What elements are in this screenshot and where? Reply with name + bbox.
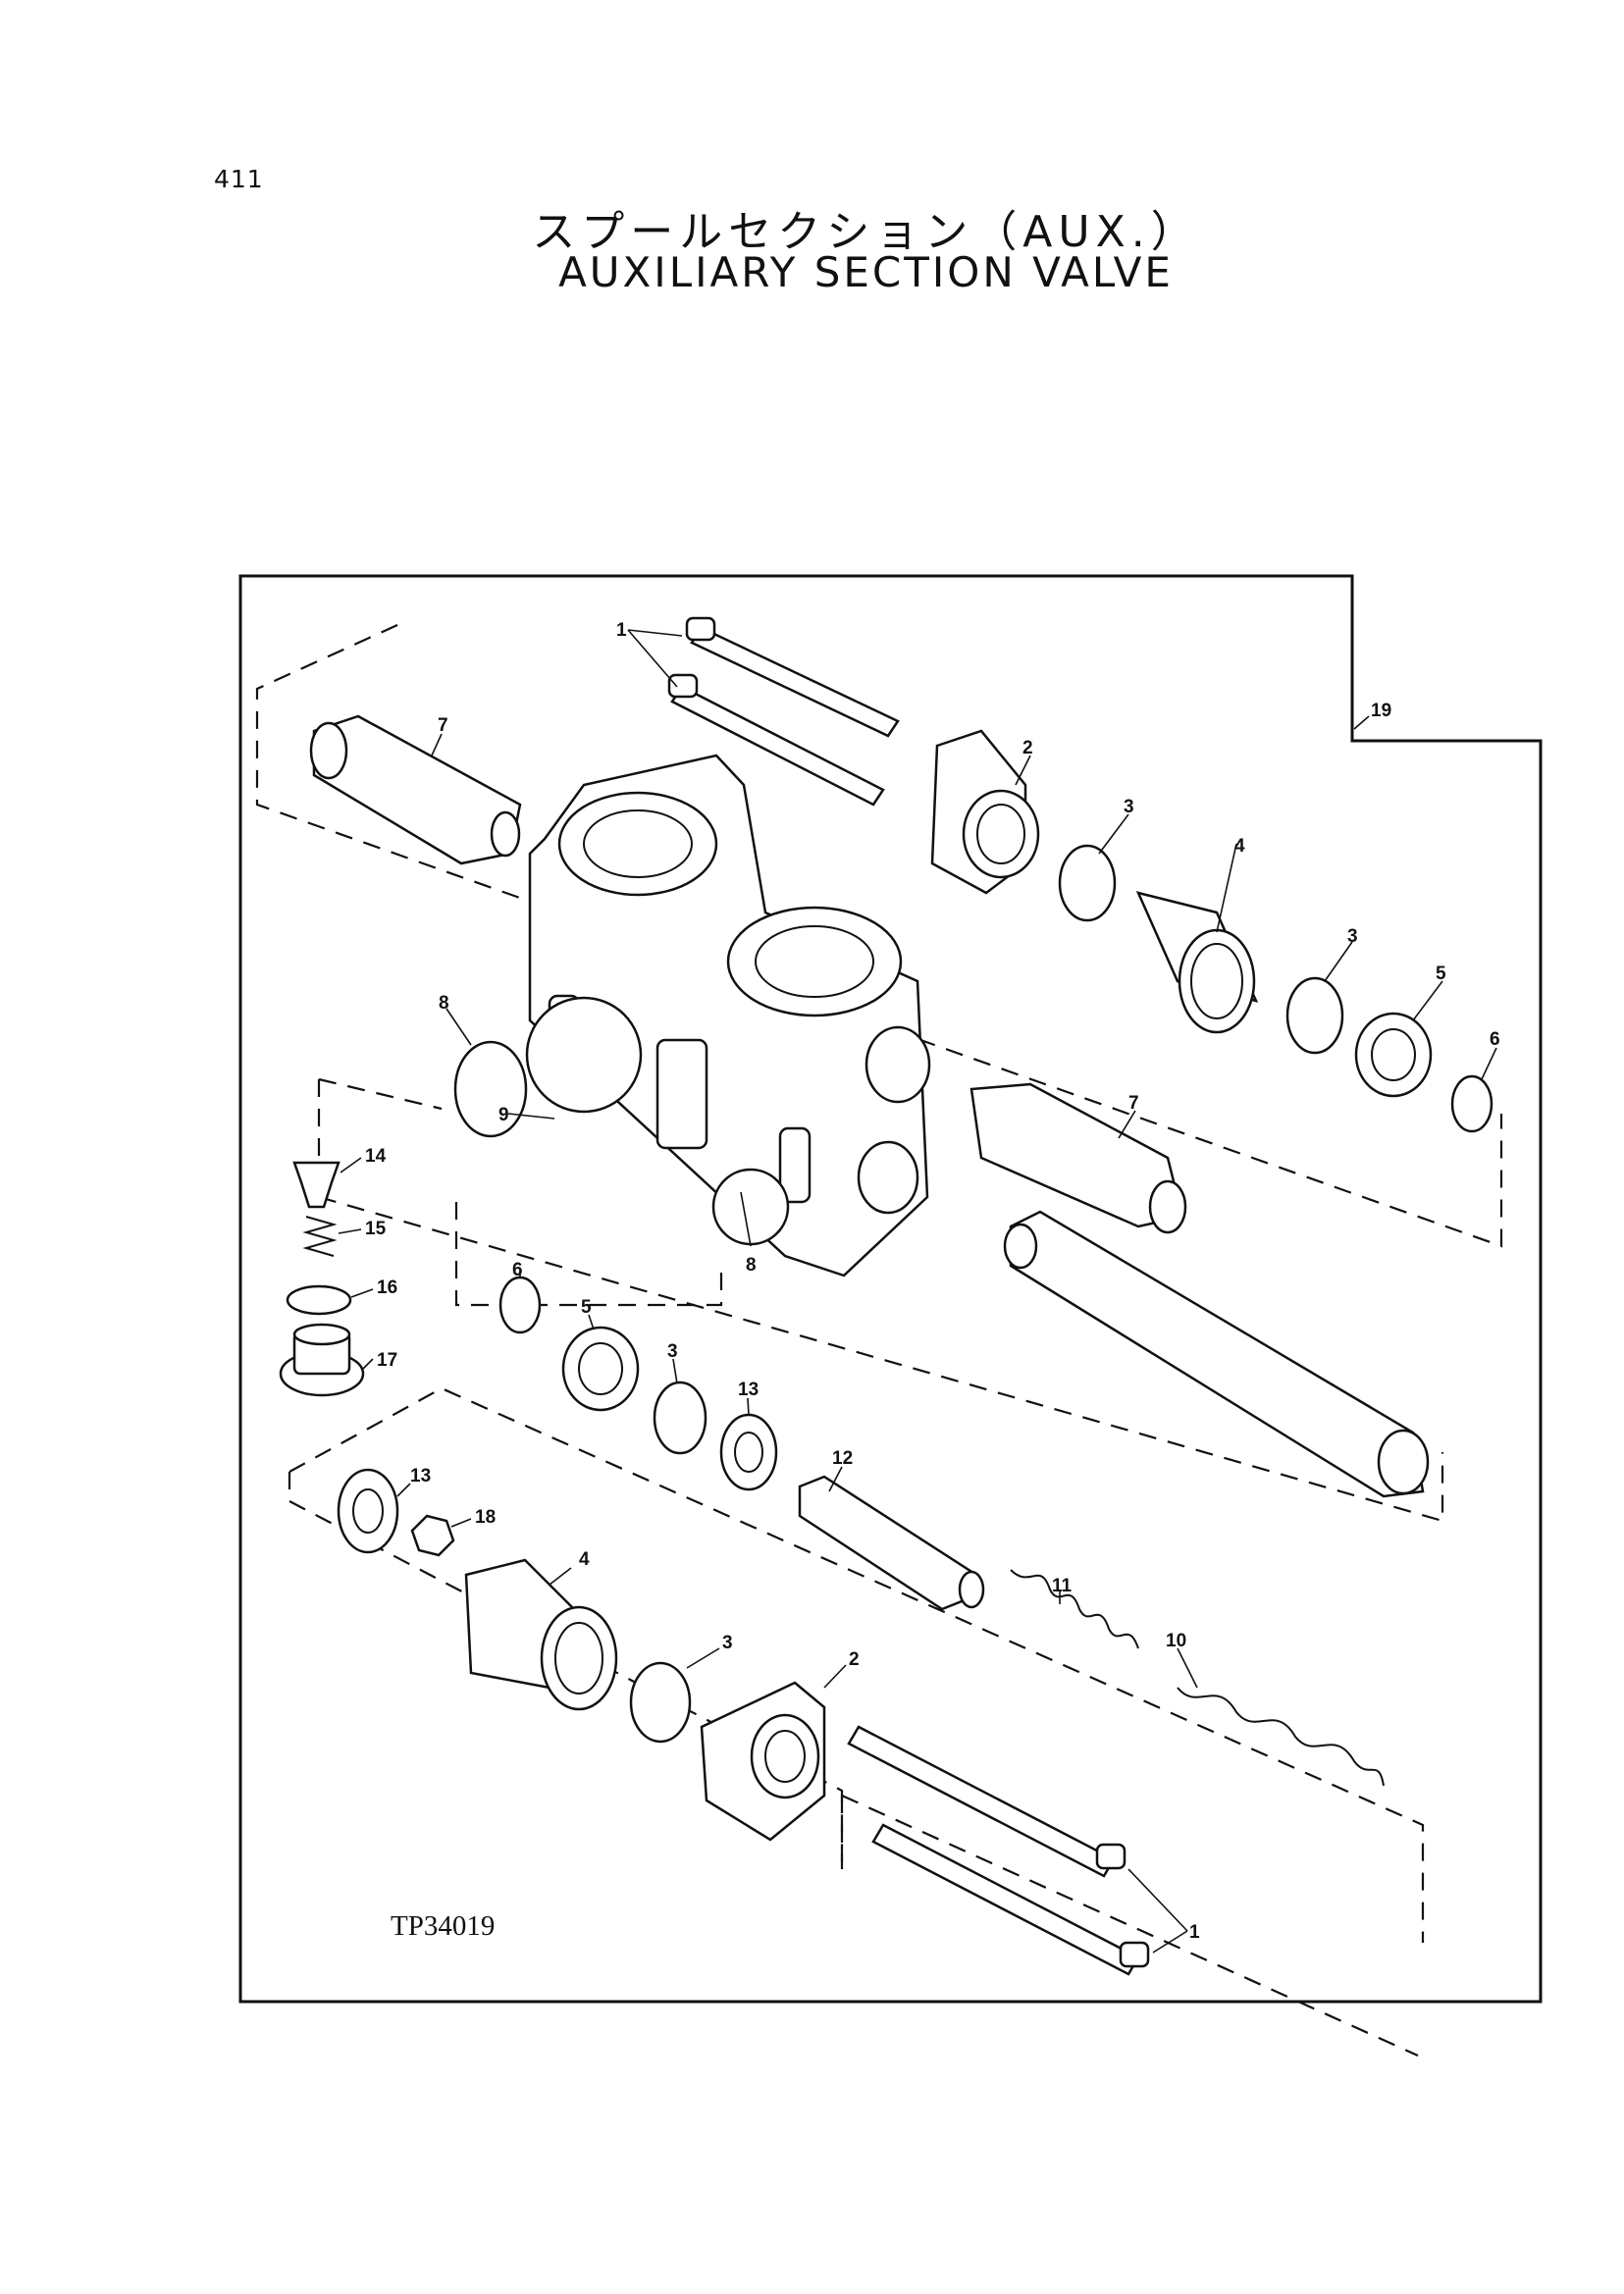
diagram-frame bbox=[238, 574, 1543, 2004]
callout-15: 15 bbox=[365, 1219, 387, 1239]
sleeve-part-4-lower bbox=[464, 1558, 618, 1711]
callout-8-body: 8 bbox=[746, 1255, 757, 1276]
relief-valve-part-7-lower bbox=[969, 1082, 1187, 1234]
callout-3-a: 3 bbox=[1124, 797, 1134, 817]
callout-3-c: 3 bbox=[667, 1341, 678, 1362]
title-english: AUXILIARY SECTION VALVE bbox=[558, 248, 1174, 296]
callout-12: 12 bbox=[832, 1448, 853, 1469]
callout-18: 18 bbox=[475, 1507, 496, 1528]
callout-6-upper: 6 bbox=[1490, 1029, 1500, 1050]
callout-8-left: 8 bbox=[439, 993, 449, 1014]
nut-part-18 bbox=[410, 1514, 455, 1557]
leader-lines bbox=[338, 629, 1497, 1954]
callout-16: 16 bbox=[377, 1277, 397, 1298]
callout-3-d: 3 bbox=[722, 1633, 733, 1653]
group-outline-middle bbox=[317, 1077, 1444, 1523]
callout-19: 19 bbox=[1371, 701, 1391, 721]
bolt-part-1-lower bbox=[847, 1725, 1150, 1976]
washer-part-13-upper bbox=[719, 1413, 778, 1491]
bolt-part-1-upper bbox=[667, 616, 900, 807]
callout-9: 9 bbox=[498, 1105, 509, 1125]
callout-1-lower: 1 bbox=[1189, 1922, 1200, 1943]
o-ring-part-8-left bbox=[453, 1040, 528, 1138]
o-ring-part-3-b bbox=[1285, 976, 1344, 1055]
callout-4-lower: 4 bbox=[579, 1549, 590, 1570]
spring-part-11 bbox=[1010, 1569, 1139, 1649]
flange-part-2-lower bbox=[700, 1681, 826, 1842]
o-ring-part-3-a bbox=[1058, 844, 1117, 922]
callout-11: 11 bbox=[1052, 1576, 1073, 1596]
spool-assembly bbox=[1003, 1210, 1430, 1498]
callout-14: 14 bbox=[365, 1146, 387, 1167]
o-ring-part-6-lower bbox=[498, 1276, 542, 1334]
group-outline-14-17 bbox=[454, 1202, 723, 1307]
callout-5-upper: 5 bbox=[1436, 964, 1446, 984]
spring-part-15 bbox=[302, 1216, 338, 1257]
callout-13-upper: 13 bbox=[738, 1380, 759, 1400]
callout-7-lower: 7 bbox=[1128, 1093, 1139, 1114]
group-outline-bolts bbox=[840, 1794, 1419, 2058]
callout-2-lower: 2 bbox=[849, 1649, 860, 1670]
callout-4-upper: 4 bbox=[1234, 836, 1245, 857]
callout-1-upper: 1 bbox=[616, 620, 627, 641]
spool-part-12 bbox=[798, 1475, 985, 1611]
callout-5-lower: 5 bbox=[581, 1297, 592, 1318]
sleeve-part-4-upper bbox=[1135, 891, 1259, 1034]
page-number: 411 bbox=[214, 165, 264, 193]
washer-part-13-lower bbox=[337, 1468, 399, 1554]
title-japanese: スプールセクション（AUX.） bbox=[532, 207, 1200, 257]
callout-2-upper: 2 bbox=[1022, 738, 1033, 758]
flange-part-2-upper bbox=[930, 729, 1040, 895]
drawing-number: TP34019 bbox=[391, 1910, 495, 1942]
group-outline-upper bbox=[255, 623, 1503, 1248]
plug-part-14 bbox=[292, 1161, 341, 1209]
callout-13-lower: 13 bbox=[410, 1466, 431, 1486]
valve-body bbox=[525, 754, 931, 1277]
o-ring-part-3-c bbox=[653, 1381, 707, 1455]
cap-part-5-lower bbox=[561, 1326, 640, 1412]
callout-6-lower: 6 bbox=[512, 1260, 523, 1280]
callout-17: 17 bbox=[377, 1350, 397, 1371]
relief-valve-part-7-upper bbox=[309, 714, 522, 865]
plug-part-17 bbox=[279, 1323, 365, 1397]
o-ring-part-16 bbox=[286, 1284, 352, 1316]
spring-part-10 bbox=[1177, 1687, 1385, 1787]
callout-10: 10 bbox=[1166, 1631, 1186, 1651]
callout-7-upper: 7 bbox=[438, 715, 448, 736]
callout-3-b: 3 bbox=[1347, 926, 1358, 947]
o-ring-part-3-d bbox=[629, 1661, 692, 1744]
callout-labels: 1 1 2 2 3 3 3 3 4 4 5 5 6 6 7 7 8 8 9 10… bbox=[365, 620, 1500, 1943]
o-ring-part-6-upper bbox=[1450, 1074, 1493, 1133]
cap-part-5-upper bbox=[1354, 1012, 1433, 1098]
